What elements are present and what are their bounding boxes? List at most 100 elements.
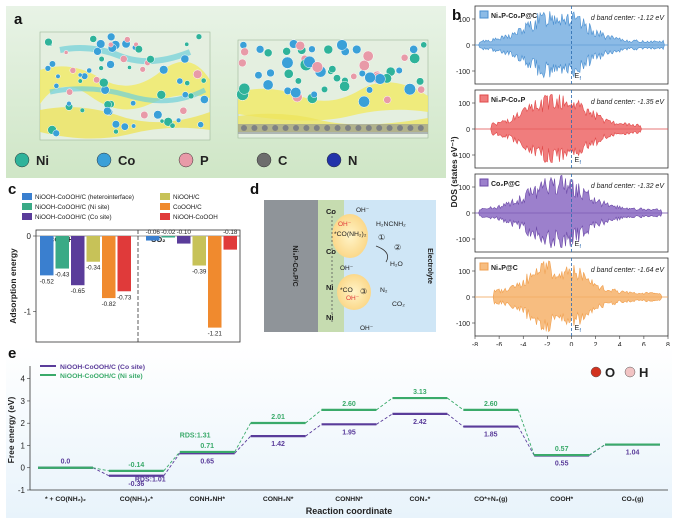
y-tick-label: 0	[27, 232, 32, 241]
rds-annotation: RDS:1.31	[180, 433, 211, 440]
y-axis-title: Adsorption energy	[8, 248, 18, 324]
legend-atom-n-icon	[326, 152, 342, 168]
atom-sphere	[290, 87, 302, 99]
structure-side-view	[39, 31, 211, 141]
legend-label: NiOOH-CoOOH	[173, 214, 218, 221]
legend-swatch	[22, 193, 32, 200]
atom-sphere	[282, 47, 291, 56]
x-tick-label: -6	[496, 342, 502, 349]
atom-sphere	[352, 44, 362, 55]
step-number: ①	[378, 233, 385, 242]
category-label: CO(NH₂)₂*	[120, 496, 154, 503]
bar-value-label: -0.39	[192, 269, 207, 276]
energy-connector	[447, 413, 464, 427]
hydroxide-label: OH⁻	[338, 221, 352, 228]
x-tick-label: 8	[666, 342, 670, 349]
dos-legend-label: Ni₃P-Co₂P	[491, 97, 526, 104]
energy-value-label: 2.42	[413, 419, 427, 426]
atom-sphere	[176, 77, 184, 85]
bar-value-label: -0.18	[223, 229, 238, 236]
energy-value-label: 1.85	[484, 432, 498, 439]
panel-b-label: b	[452, 7, 461, 24]
y-tick-label: 100	[458, 17, 470, 24]
atom-sphere	[239, 41, 248, 49]
atom-sphere	[52, 129, 60, 137]
energy-connector	[517, 409, 535, 456]
atom-sphere	[86, 67, 93, 74]
bar-value-label: -0.06	[146, 229, 161, 236]
x-axis-title: Reaction coordinate	[306, 506, 393, 516]
panel-c: c NiOOH-CoOOH/C (heterointerface)NiOOH-C…	[8, 181, 241, 343]
species-label: *CO(NH₂)₂	[334, 231, 367, 238]
atom-sphere	[159, 118, 165, 124]
energy-value-label: 0.0	[61, 459, 71, 466]
y-tick-label: 1	[21, 441, 26, 450]
energy-value-label: 0.57	[555, 446, 569, 453]
atom-sphere	[409, 52, 421, 64]
atom-sphere	[195, 33, 203, 40]
atom-sphere	[333, 74, 341, 83]
atom-sphere	[197, 121, 204, 128]
legend-atom-label: Co	[118, 153, 135, 168]
bar-value-label: -0.02	[161, 229, 176, 236]
atom-sphere	[339, 81, 350, 92]
atom-sphere	[238, 58, 247, 68]
atom-sphere	[366, 86, 374, 94]
atom-sphere	[328, 65, 337, 74]
bar	[86, 236, 100, 262]
metal-site-label: Co	[326, 247, 336, 256]
atom-sphere	[169, 122, 176, 129]
fermi-subscript: f	[580, 328, 582, 334]
y-tick-label: -100	[456, 153, 470, 160]
atom-sphere	[119, 55, 128, 63]
atom-sphere	[107, 41, 114, 48]
atom-sphere	[98, 56, 105, 63]
energy-connector	[234, 422, 252, 453]
category-label: CONHN*	[335, 496, 363, 503]
atom-sphere	[106, 60, 115, 69]
atom-sphere	[184, 80, 191, 86]
energy-value-label: 3.13	[413, 389, 427, 396]
y-tick-label: 0	[466, 43, 470, 50]
atom-sphere	[81, 72, 89, 80]
energy-value-label: 2.60	[484, 401, 498, 408]
hydroxide-label: OH⁻	[360, 325, 374, 332]
x-tick-label: -4	[520, 342, 526, 349]
atom-sphere	[69, 67, 77, 74]
dos-legend-label: Ni₃P-Co₂P@C	[491, 13, 537, 20]
dos-area	[475, 11, 668, 79]
d-band-center-label: d band center: -1.12 eV	[591, 15, 665, 22]
atom-sphere	[200, 77, 207, 84]
panel-e-label: e	[8, 345, 16, 362]
atom-sphere	[295, 40, 305, 51]
energy-connector	[234, 435, 251, 454]
atom-sphere	[311, 61, 324, 73]
legend-swatch	[160, 213, 170, 220]
hydroxide-label: OH⁻	[356, 207, 370, 214]
bar	[55, 236, 69, 269]
energy-connector	[305, 423, 322, 437]
legend-atom-label: P	[200, 153, 209, 168]
bar-value-label: -0.43	[55, 272, 70, 279]
y-tick-label: 0	[466, 295, 470, 302]
step-number: ②	[394, 243, 401, 252]
atom-sphere	[294, 77, 302, 85]
atom-sphere	[283, 68, 294, 79]
atom-sphere	[420, 41, 428, 49]
dos-legend-swatch	[479, 178, 489, 187]
legend-atom-co-icon	[96, 152, 112, 168]
bar-value-label: -1.21	[208, 331, 223, 338]
atom-sphere	[362, 50, 374, 62]
energy-connector	[92, 467, 109, 472]
atom-sphere	[179, 106, 188, 115]
dos-legend-label: Ni₃P@C	[491, 265, 518, 272]
atom-sphere	[358, 95, 370, 108]
atom-sphere	[262, 79, 274, 91]
intermediate-bubble	[337, 274, 371, 310]
atom-sphere	[99, 77, 109, 88]
energy-connector	[305, 409, 322, 424]
